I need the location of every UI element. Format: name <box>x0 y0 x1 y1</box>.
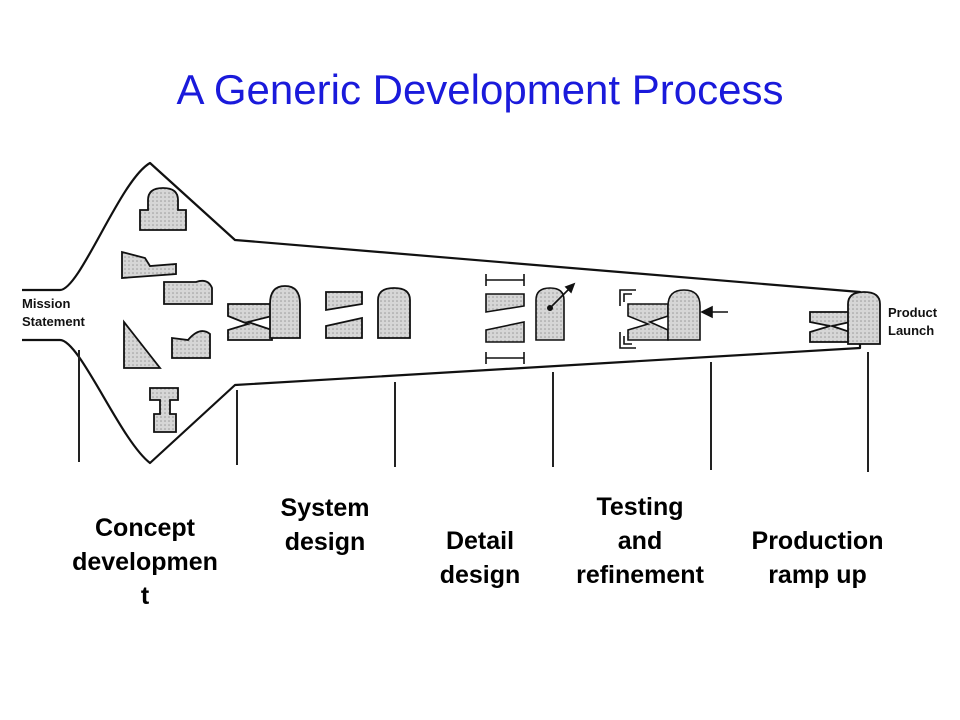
testing-shape-dome <box>667 289 701 341</box>
stage-label-line: Production <box>751 527 884 555</box>
stage-label-line: Detail <box>445 527 515 555</box>
system-shape-dome <box>269 285 301 339</box>
page-title: A Generic Development Process <box>176 66 784 113</box>
system-shape-m <box>227 303 273 341</box>
concept-shapes <box>121 187 213 433</box>
stage-label-line: design <box>439 561 521 589</box>
mission-label-line1: Mission <box>22 296 70 311</box>
stage-label-line: t <box>140 582 150 610</box>
detail-shape-dome <box>535 287 565 341</box>
mission-label-line2: Statement <box>22 314 86 329</box>
stage-label-detail: Detail design <box>400 524 560 592</box>
stage-label-line: ramp up <box>768 561 867 589</box>
testing-shapes <box>619 289 728 349</box>
production-shape-dome <box>847 291 881 345</box>
stage-label-line: refinement <box>576 561 704 589</box>
stage-label-system: System design <box>240 491 410 559</box>
stage-label-production: Production ramp up <box>720 524 915 592</box>
detail-shape-lower <box>485 321 525 343</box>
detail-shape-upper <box>485 293 525 313</box>
stage-label-line: Concept <box>95 514 195 542</box>
stage-dividers <box>78 350 869 472</box>
product-label-line1: Product <box>888 305 938 320</box>
system-shape-upper-wedge <box>325 291 363 312</box>
stage-label-line: Testing <box>596 493 684 521</box>
stage-label-testing: Testing and refinement <box>545 490 735 592</box>
concept-shape-triangle <box>123 319 162 369</box>
concept-shape-column <box>149 387 179 433</box>
system-shape-lower-wedge <box>325 316 363 339</box>
detail-shapes <box>485 274 576 364</box>
stage-label-line: and <box>617 527 663 555</box>
concept-shape-dome <box>139 187 187 231</box>
production-shape-m <box>809 311 851 343</box>
stage-label-line: design <box>284 528 366 556</box>
stage-label-line: System <box>280 494 370 522</box>
system-shape-right-dome <box>377 287 411 339</box>
concept-shape-wedge <box>121 250 177 279</box>
product-label-line2: Launch <box>888 323 934 338</box>
testing-shape-m <box>627 303 669 341</box>
production-shapes <box>809 291 881 345</box>
concept-shape-notch <box>171 330 211 359</box>
stage-label-concept: Concept developmen t <box>45 511 245 613</box>
stage-label-line: developmen <box>72 548 218 576</box>
concept-shape-block <box>163 279 213 305</box>
system-shapes <box>227 285 411 341</box>
